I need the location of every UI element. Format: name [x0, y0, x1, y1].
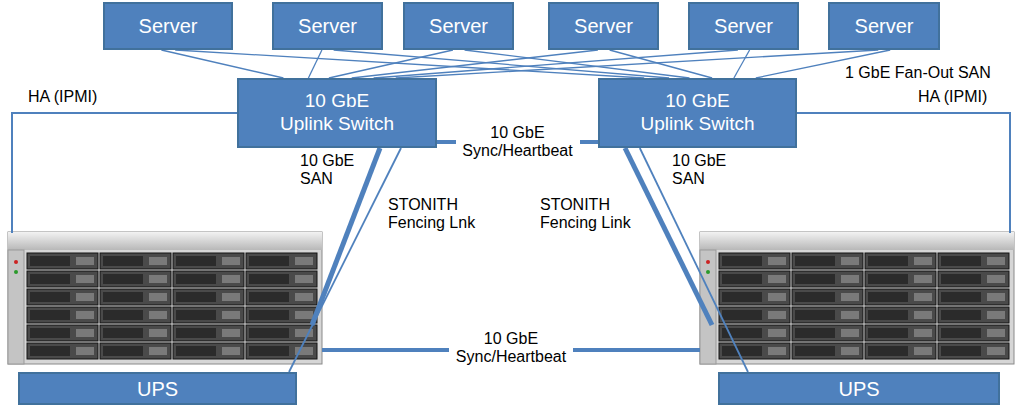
link-label: 10 GbE Sync/Heartbeat — [456, 124, 580, 161]
node-text: 10 GbE Uplink Switch — [638, 90, 758, 136]
storage-chassis — [8, 232, 322, 364]
node-text: Server — [574, 14, 633, 38]
fan-out-link — [465, 50, 690, 78]
network-label: 10 GbE SAN — [672, 152, 734, 189]
server-box: Server — [403, 2, 514, 50]
ipmi-wire — [12, 113, 237, 233]
network-label: 1 GbE Fan-Out SAN — [845, 64, 991, 82]
network-label: HA (IPMI) — [28, 88, 97, 106]
fan-out-link — [374, 50, 738, 78]
network-label: 10 GbE Sync/Heartbeat — [449, 330, 573, 367]
network-label: 10 GbE SAN — [300, 152, 362, 189]
node-text: 10 GbE Uplink Switch — [277, 90, 397, 136]
ups-box: UPS — [718, 372, 1000, 405]
fencing-link — [640, 148, 748, 372]
node-text: Server — [714, 14, 773, 38]
server-box: Server — [272, 2, 383, 50]
fan-out-link — [734, 50, 750, 78]
ipmi-wire — [797, 113, 1010, 233]
fan-out-link — [308, 50, 322, 78]
switch-box: 10 GbE Uplink Switch — [237, 78, 437, 148]
node-text: UPS — [838, 377, 879, 401]
network-label: STONITH Fencing Lnk — [388, 196, 484, 233]
server-box: Server — [548, 2, 659, 50]
node-text: Server — [855, 14, 914, 38]
server-box: Server — [103, 2, 233, 50]
node-text: Server — [298, 14, 357, 38]
switch-box: 10 GbE Uplink Switch — [598, 78, 797, 148]
fan-out-link — [161, 50, 283, 78]
fencing-link — [289, 148, 401, 372]
ups-box: UPS — [18, 372, 297, 405]
network-label: HA (IPMI) — [918, 88, 987, 106]
fan-out-link — [396, 50, 879, 78]
storage-chassis — [700, 232, 1014, 364]
network-label: STONITH Fencing Link — [540, 196, 636, 233]
node-text: Server — [139, 14, 198, 38]
server-box: Server — [688, 2, 799, 50]
fan-out-link — [610, 50, 713, 78]
server-box: Server — [828, 2, 940, 50]
node-text: Server — [429, 14, 488, 38]
node-text: UPS — [137, 377, 178, 401]
